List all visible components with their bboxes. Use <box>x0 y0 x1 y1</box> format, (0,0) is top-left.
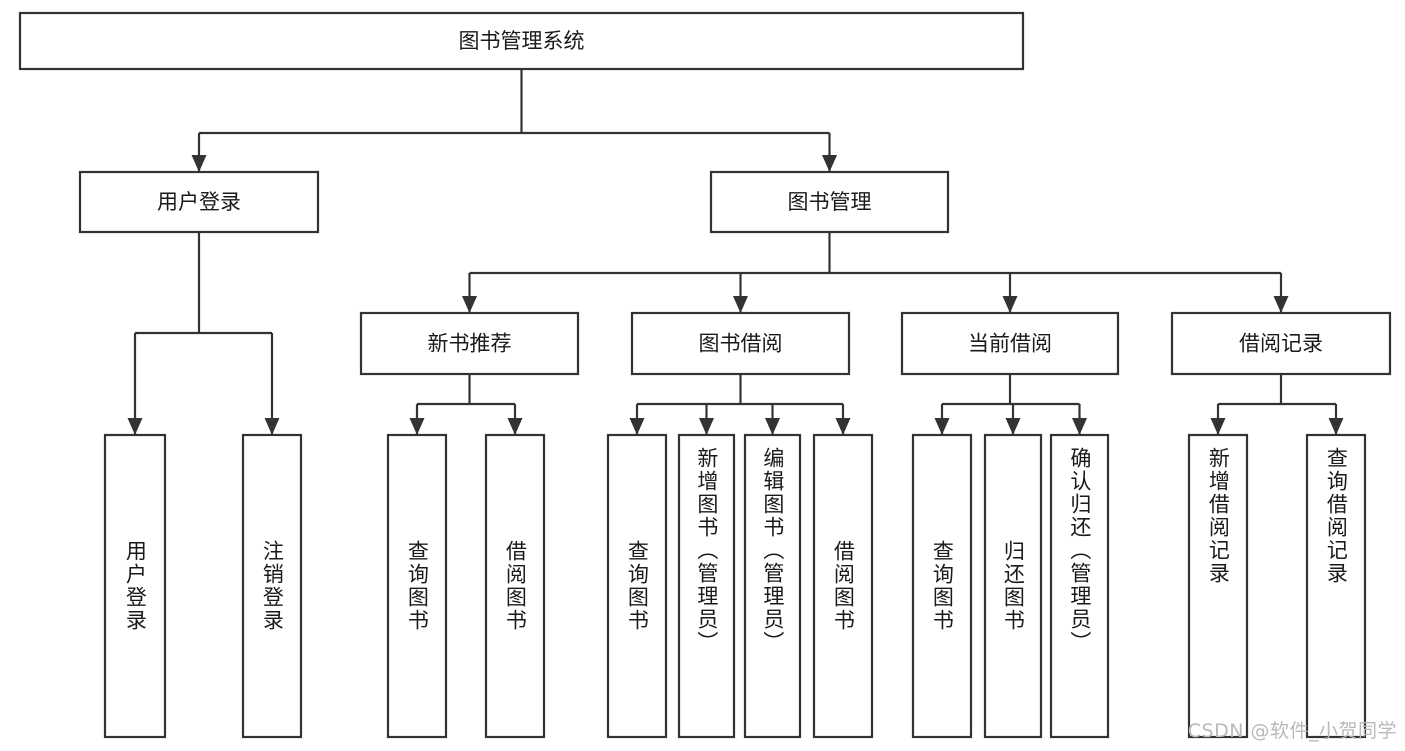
node-box[interactable] <box>743 433 802 739</box>
node-box[interactable] <box>709 170 950 234</box>
node-box[interactable] <box>900 311 1120 376</box>
node-leaf-edit-book[interactable] <box>743 433 802 739</box>
node-box[interactable] <box>983 433 1043 739</box>
node-box[interactable] <box>18 11 1025 71</box>
node-leaf-return-book[interactable] <box>983 433 1043 739</box>
node-label: 用户登录 <box>157 190 241 214</box>
node-box[interactable] <box>1170 311 1392 376</box>
node-leaf-logout[interactable] <box>241 433 303 739</box>
arrow-head-icon <box>1273 296 1289 313</box>
node-box[interactable] <box>386 433 448 739</box>
node-box[interactable] <box>630 311 851 376</box>
node-borrow-record[interactable]: 借阅记录 <box>1170 311 1392 376</box>
arrow-head-icon <box>1072 418 1087 435</box>
node-leaf-add-record[interactable] <box>1187 433 1249 739</box>
node-leaf-confirm-return[interactable] <box>1049 433 1110 739</box>
node-box[interactable] <box>911 433 973 739</box>
node-box[interactable] <box>1305 433 1367 739</box>
node-box[interactable] <box>103 433 167 739</box>
node-leaf-add-book[interactable] <box>677 433 736 739</box>
arrow-head-icon <box>191 155 207 172</box>
arrow-head-icon <box>733 296 748 313</box>
node-leaf-query-book-3[interactable] <box>911 433 973 739</box>
node-user-login[interactable]: 用户登录 <box>78 170 320 234</box>
node-leaf-query-record[interactable] <box>1305 433 1367 739</box>
arrow-head-icon <box>462 296 477 313</box>
arrow-head-icon <box>934 418 950 435</box>
node-box[interactable] <box>1187 433 1249 739</box>
node-box[interactable] <box>359 311 580 376</box>
arrow-head-icon <box>822 155 837 172</box>
arrow-head-icon <box>1002 296 1018 313</box>
node-leaf-user-login[interactable] <box>103 433 167 739</box>
arrow-head-icon <box>507 418 523 435</box>
arrow-head-icon <box>1328 418 1344 435</box>
arrow-head-icon <box>835 418 851 435</box>
arrow-head-icon <box>1210 418 1226 435</box>
node-new-book-rec[interactable]: 新书推荐 <box>359 311 580 376</box>
node-leaf-query-book-2[interactable] <box>606 433 668 739</box>
node-book-borrow[interactable]: 图书借阅 <box>630 311 851 376</box>
node-box[interactable] <box>812 433 874 739</box>
arrow-head-icon <box>765 418 780 435</box>
node-label: 新书推荐 <box>428 332 512 356</box>
watermark-text: CSDN @软件_小贺同学 <box>1187 720 1397 742</box>
node-leaf-query-book-1[interactable] <box>386 433 448 739</box>
node-box[interactable] <box>677 433 736 739</box>
node-box[interactable] <box>606 433 668 739</box>
node-label: 借阅记录 <box>1239 332 1323 356</box>
node-current-borrow[interactable]: 当前借阅 <box>900 311 1120 376</box>
node-label: 图书管理 <box>788 190 872 214</box>
node-box[interactable] <box>78 170 320 234</box>
arrow-head-icon <box>1005 418 1021 435</box>
node-label: 当前借阅 <box>968 332 1052 356</box>
node-label: 图书借阅 <box>699 332 783 356</box>
arrow-head-icon <box>127 418 143 435</box>
node-box[interactable] <box>1049 433 1110 739</box>
connectors-layer <box>127 69 1344 435</box>
arrow-head-icon <box>629 418 645 435</box>
node-label: 图书管理系统 <box>459 29 585 53</box>
node-box[interactable] <box>241 433 303 739</box>
node-book-manage[interactable]: 图书管理 <box>709 170 950 234</box>
arrow-head-icon <box>699 418 714 435</box>
node-root-root[interactable]: 图书管理系统 <box>18 11 1025 71</box>
node-box[interactable] <box>484 433 546 739</box>
arrow-head-icon <box>264 418 280 435</box>
node-leaf-borrow-book-1[interactable] <box>484 433 546 739</box>
arrow-head-icon <box>409 418 425 435</box>
node-leaf-borrow-book-2[interactable] <box>812 433 874 739</box>
